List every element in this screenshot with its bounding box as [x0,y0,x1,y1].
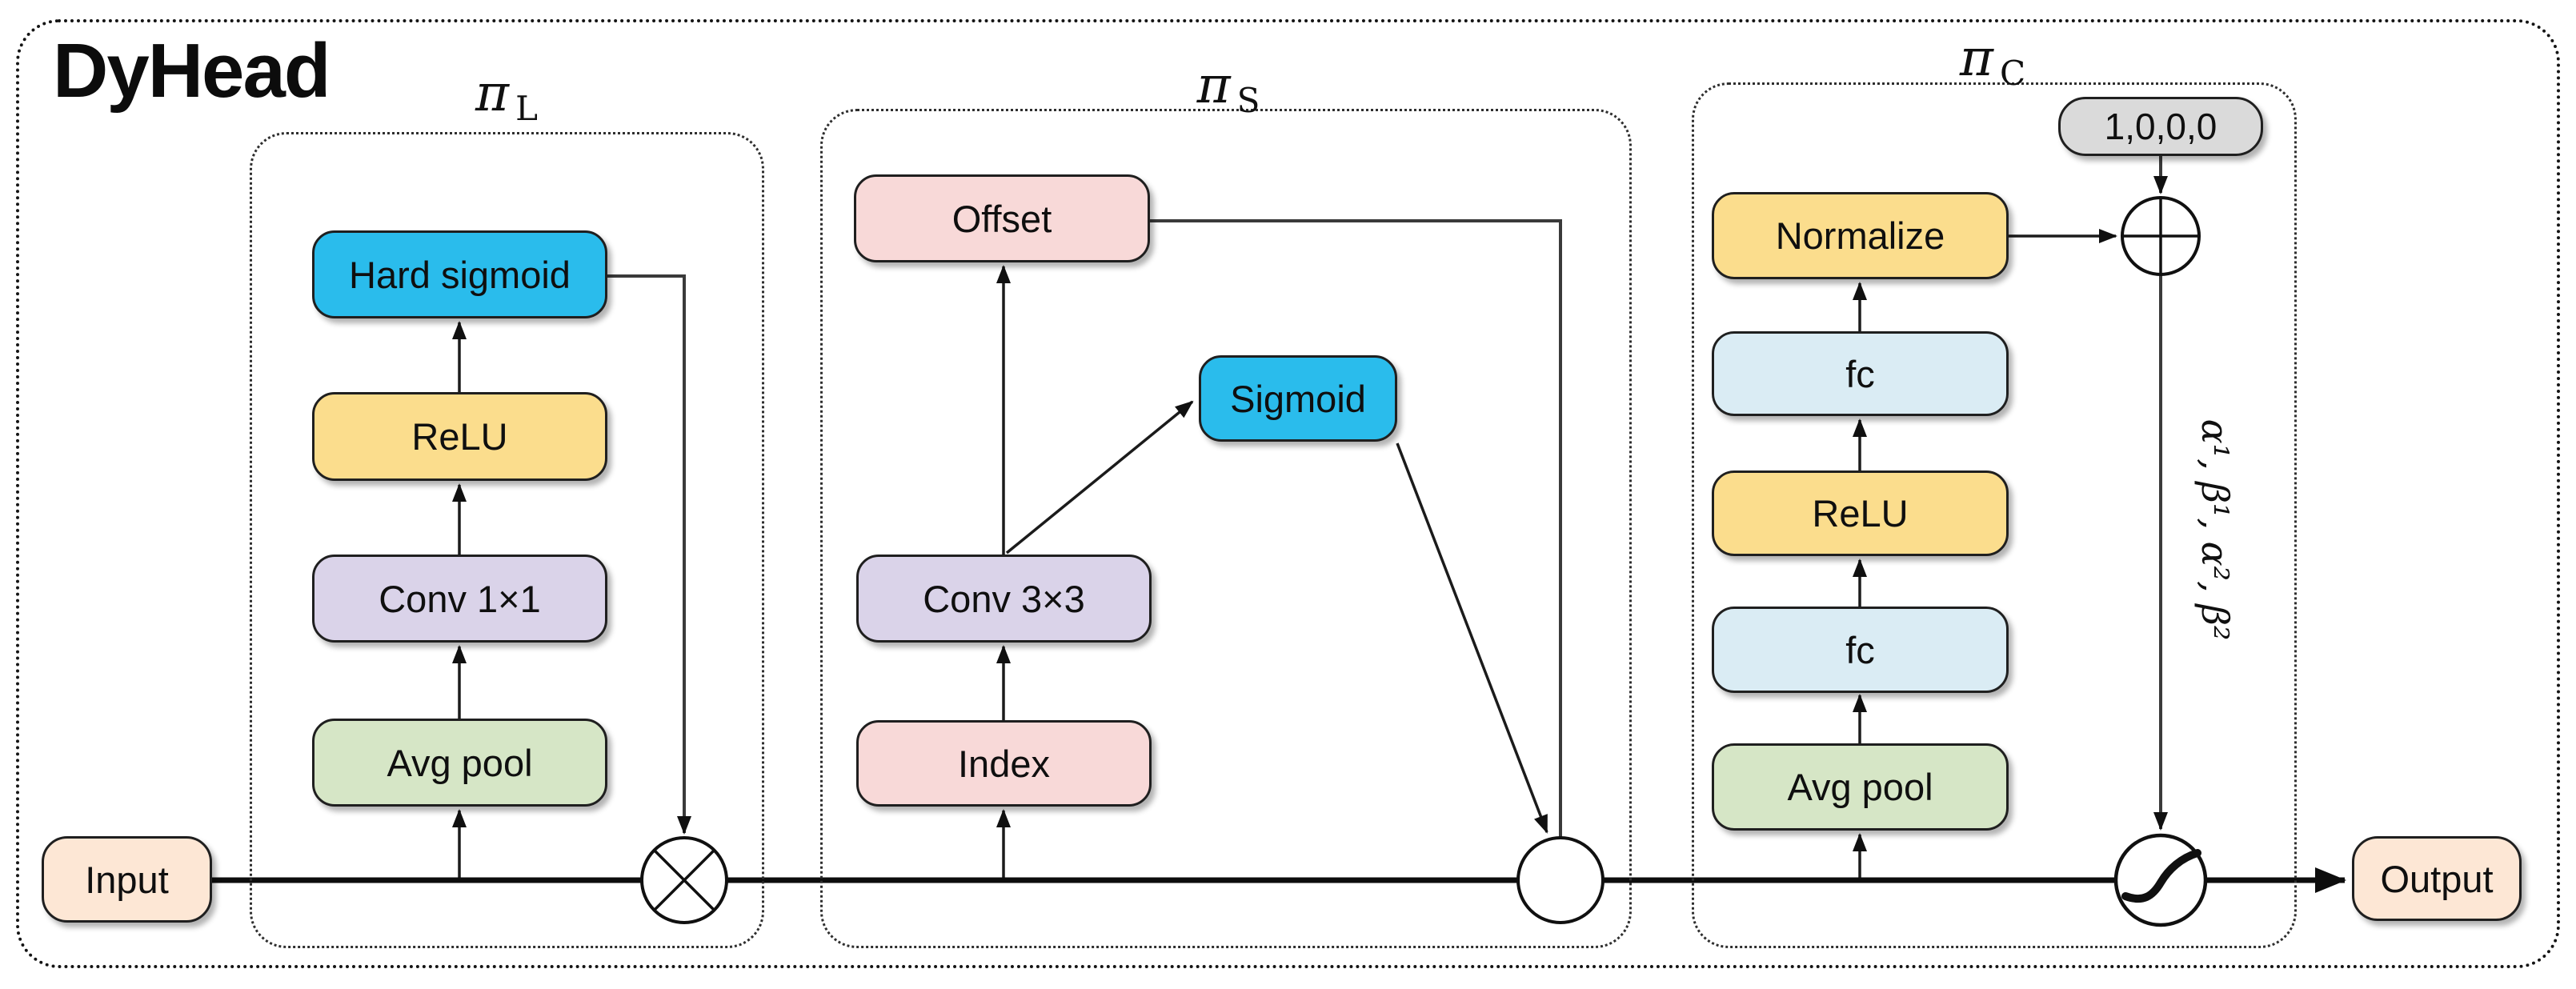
block-index: Index [856,720,1152,807]
edge-sigmoid-to-aggregate [1396,442,1548,834]
pi-s-subscript: S [1236,81,1260,120]
block-conv3x3: Conv 3×3 [856,555,1152,643]
block-relu-l: ReLU [312,392,607,481]
aggregate-circle-node [1516,836,1604,924]
block-normalize: Normalize [1712,192,2009,279]
coefficients-label: α¹, β¹, α², β² [2193,418,2237,641]
activation-node [2113,833,2208,927]
input-box: Input [42,836,212,923]
pi-s-module-frame [820,109,1632,948]
add-node [2121,196,2201,276]
diagram-title: DyHead [53,28,331,114]
add-plus-icon [2122,198,2199,274]
edge-hardsigmoid-to-multiply [607,274,691,835]
dyhead-frame [16,19,2560,968]
edge-conv3-to-sigmoid [1005,400,1194,555]
block-avg-pool-l: Avg pool [312,719,607,807]
pi-l-module-frame [250,132,764,948]
edge-offset-to-aggregate [1150,219,1562,838]
output-box: Output [2352,836,2522,921]
block-init-vector: 1,0,0,0 [2058,97,2263,156]
sigmoid-curve-icon [2121,849,2201,903]
block-hard-sigmoid: Hard sigmoid [312,230,607,318]
block-offset: Offset [854,174,1150,262]
multiply-node [640,836,728,924]
pi-s-symbol: π [1196,56,1231,115]
block-relu-c: ReLU [1712,470,2009,556]
pi-c-module-frame [1692,82,2297,948]
pi-c-symbol: π [1959,29,1993,88]
block-conv1x1: Conv 1×1 [312,555,607,643]
block-fc-top: fc [1712,331,2009,416]
block-sigmoid: Sigmoid [1199,355,1397,442]
pi-c-subscript: C [1999,54,2026,93]
pi-l-symbol: π [475,64,510,123]
pi-l-subscript: L [515,89,538,128]
block-fc-bottom: fc [1712,607,2009,693]
block-avg-pool-c: Avg pool [1712,743,2009,831]
multiply-x-icon [653,849,715,911]
